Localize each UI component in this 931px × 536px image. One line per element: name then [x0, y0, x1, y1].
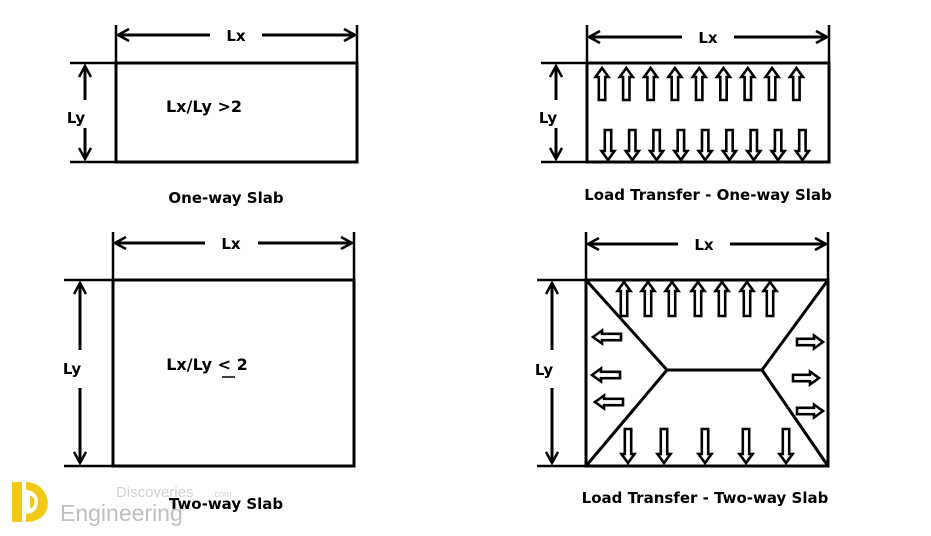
caption-one-way-slab: One-way Slab	[168, 189, 283, 207]
yield-line	[584, 369, 669, 467]
load-arrow-up	[617, 65, 636, 102]
load-arrow-down	[696, 128, 715, 163]
dimension-label-ly: Ly	[67, 109, 86, 127]
load-arrow-down	[695, 427, 715, 466]
slab-outline	[585, 61, 831, 164]
panel-one-way-slab: Lx Ly Lx/Ly >2 One-way Slab	[67, 25, 359, 207]
slab-outline	[111, 278, 356, 468]
load-arrow-up	[787, 65, 806, 102]
load-arrow-up	[614, 279, 634, 318]
load-arrow-down	[647, 128, 666, 163]
dimension-label-lx: Lx	[694, 236, 714, 254]
load-arrow-up	[714, 65, 733, 102]
load-arrow-down	[618, 427, 638, 466]
slab-outline	[114, 61, 359, 164]
dimension-label-ly: Ly	[535, 361, 554, 379]
load-arrow-down	[720, 128, 739, 163]
caption-two-way-slab: Two-way Slab	[169, 495, 284, 513]
caption-load-transfer-two-way: Load Transfer - Two-way Slab	[582, 489, 829, 507]
yield-line	[760, 369, 830, 467]
load-arrow-down	[793, 128, 812, 163]
watermark-line1-suffix: .com	[212, 489, 232, 499]
panel-load-transfer-one-way: Lx Ly Load Transfer - One-way Slab	[539, 25, 832, 204]
load-arrow-down	[769, 128, 788, 163]
load-arrow-down	[598, 128, 618, 163]
load-arrow-left	[589, 365, 622, 385]
load-arrow-down	[736, 427, 756, 466]
load-arrow-right	[795, 332, 826, 352]
load-arrows-group	[592, 65, 812, 163]
load-arrow-up	[690, 65, 709, 102]
watermark: Discoveries .com Engineering	[12, 482, 232, 526]
load-arrow-down	[776, 427, 796, 466]
dimension-label-ly: Ly	[63, 360, 82, 378]
panel-load-transfer-two-way: Lx Ly Load Transfer - Two-way Slab	[535, 232, 830, 507]
yield-line	[760, 279, 830, 371]
caption-load-transfer-one-way: Load Transfer - One-way Slab	[584, 186, 832, 204]
load-arrow-up	[738, 65, 757, 102]
load-arrow-up	[760, 279, 780, 318]
load-arrow-up	[662, 279, 682, 318]
load-arrow-down	[654, 427, 674, 466]
load-arrow-up	[641, 65, 660, 102]
engineering-discoveries-logo-icon	[12, 482, 48, 522]
dimension-label-lx: Lx	[226, 27, 246, 45]
dimension-label-lx: Lx	[698, 29, 718, 47]
load-arrow-up	[688, 279, 708, 318]
load-arrow-up	[737, 279, 757, 318]
aspect-ratio-label: Lx/Ly >2	[166, 97, 242, 116]
load-arrow-up	[638, 279, 658, 318]
load-arrow-up	[592, 65, 612, 102]
panel-two-way-slab: Lx Ly Lx/Ly < 2 Two-way Slab	[63, 232, 356, 513]
load-arrow-right	[795, 401, 826, 421]
yield-line	[584, 278, 669, 372]
load-arrows-group	[589, 279, 826, 466]
load-arrow-up	[763, 65, 782, 102]
load-arrow-up	[712, 279, 732, 318]
load-arrow-left	[592, 392, 625, 412]
load-arrow-up	[665, 65, 684, 102]
load-arrow-right	[791, 368, 822, 388]
load-arrow-down	[671, 128, 690, 163]
watermark-line1: Discoveries	[116, 484, 194, 501]
dimension-label-ly: Ly	[539, 109, 558, 127]
load-arrow-left	[590, 327, 623, 347]
load-arrow-down	[623, 128, 642, 163]
dimension-label-lx: Lx	[221, 235, 241, 253]
slab-outline	[584, 278, 830, 468]
watermark-line2: Engineering	[60, 500, 183, 526]
load-arrow-down	[744, 128, 763, 163]
aspect-ratio-label: Lx/Ly < 2	[166, 355, 248, 374]
